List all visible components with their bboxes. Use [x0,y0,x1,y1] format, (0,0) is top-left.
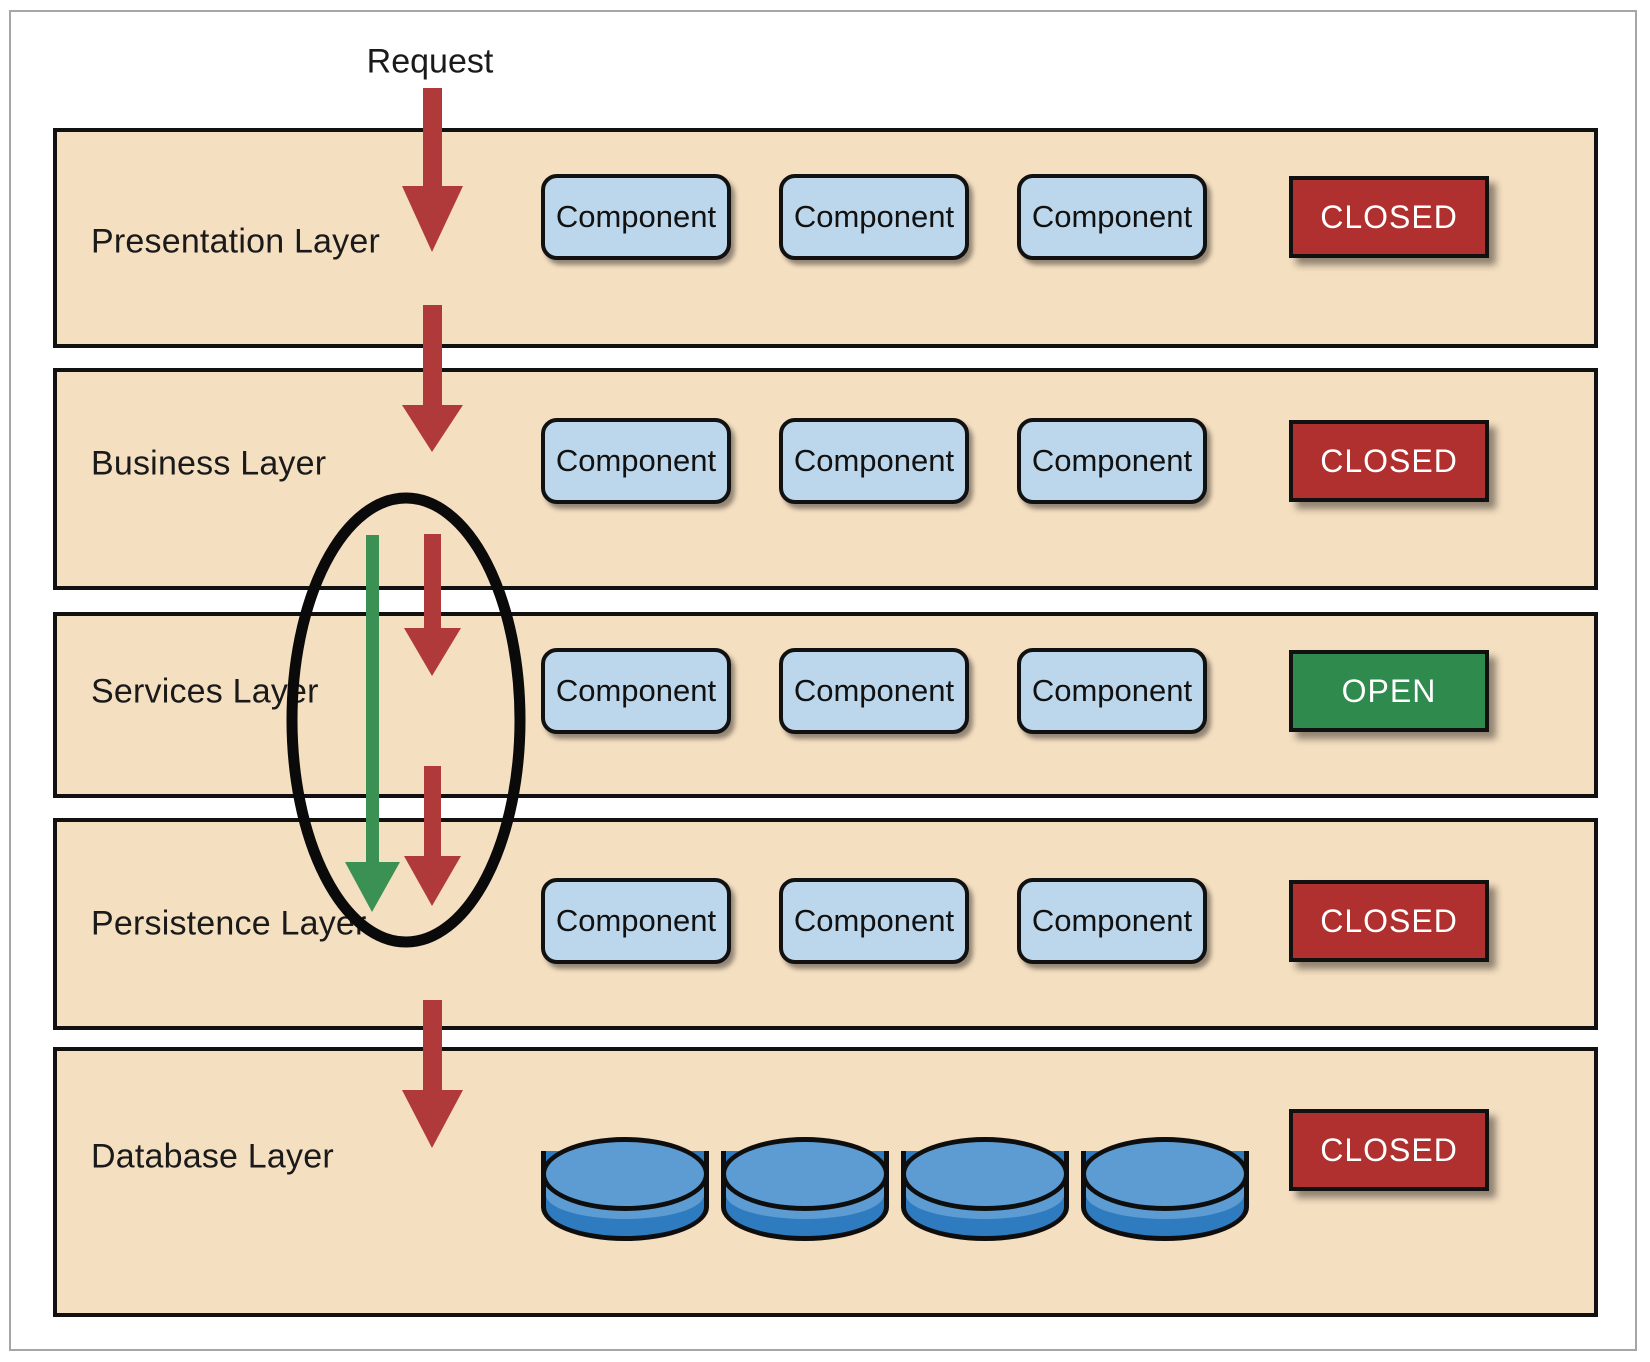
component-box[interactable]: Component [779,878,969,964]
layer-label-presentation: Presentation Layer [91,222,380,261]
bypass-arrow-green [345,535,400,912]
cylinder-top [901,1137,1069,1211]
component-box[interactable]: Component [779,174,969,260]
component-box[interactable]: Component [541,648,731,734]
component-box[interactable]: Component [1017,648,1207,734]
cylinder-top [541,1137,709,1211]
request-label: Request [366,42,494,81]
status-badge-business[interactable]: CLOSED [1289,420,1489,502]
database-cylinder[interactable] [1081,1137,1249,1255]
database-cylinder[interactable] [901,1137,1069,1255]
database-cylinder[interactable] [721,1137,889,1255]
layer-business: Business Layer Component Component Compo… [53,368,1598,590]
layer-label-business: Business Layer [91,444,327,483]
cylinder-top [1081,1137,1249,1211]
component-box[interactable]: Component [1017,174,1207,260]
component-box[interactable]: Component [541,418,731,504]
component-box[interactable]: Component [779,648,969,734]
status-badge-persistence[interactable]: CLOSED [1289,880,1489,962]
component-box[interactable]: Component [779,418,969,504]
layer-label-persistence: Persistence Layer [91,904,367,943]
request-arrow-segment-database [402,1000,463,1148]
layer-label-database: Database Layer [91,1137,334,1176]
status-badge-services[interactable]: OPEN [1289,650,1489,732]
layer-presentation: Presentation Layer Component Component C… [53,128,1598,348]
request-arrow-segment-presentation [402,88,463,252]
status-badge-presentation[interactable]: CLOSED [1289,176,1489,258]
request-arrow-segment-persistence [404,766,461,906]
layer-persistence: Persistence Layer Component Component Co… [53,818,1598,1030]
layer-services: Services Layer Component Component Compo… [53,612,1598,798]
database-cylinder[interactable] [541,1137,709,1255]
component-box[interactable]: Component [541,174,731,260]
request-arrow-segment-services [404,534,461,676]
layer-database: Database Layer CLOSED [53,1047,1598,1317]
highlight-ellipse [286,492,526,948]
request-arrow-segment-business [402,305,463,452]
component-box[interactable]: Component [1017,418,1207,504]
layer-label-services: Services Layer [91,672,319,711]
component-box[interactable]: Component [1017,878,1207,964]
status-badge-database[interactable]: CLOSED [1289,1109,1489,1191]
cylinder-top [721,1137,889,1211]
component-box[interactable]: Component [541,878,731,964]
